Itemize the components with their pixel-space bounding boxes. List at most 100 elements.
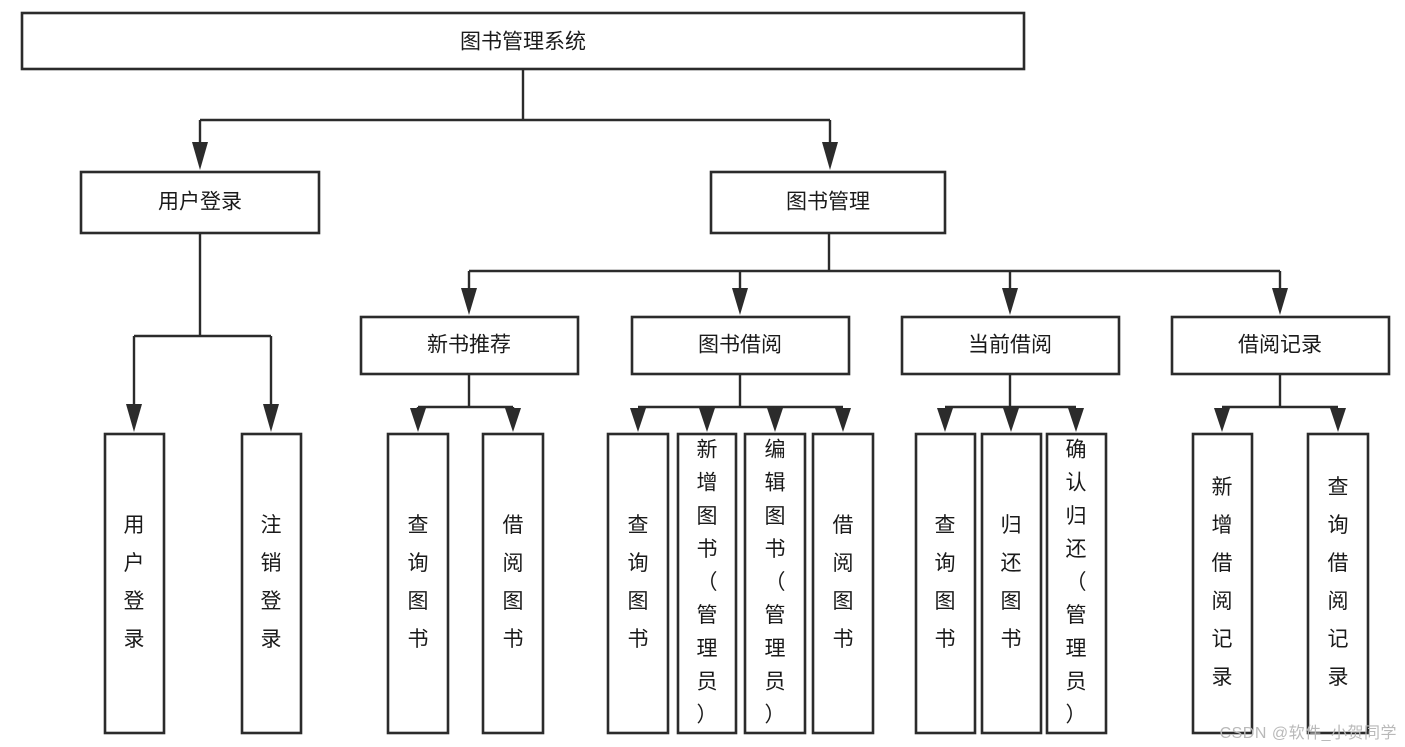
leaf-label-char: 借 bbox=[833, 514, 854, 537]
node-book-borrow-box[interactable] bbox=[630, 315, 851, 376]
leaf-label-char: 书 bbox=[1001, 628, 1022, 651]
node-new-book-recommend-box[interactable] bbox=[359, 315, 580, 376]
node-current-borrow[interactable]: 当前借阅 bbox=[900, 315, 1121, 376]
watermark-label: CSDN @软件_小贺同学 bbox=[1219, 725, 1397, 742]
node-leaf-add-record-box[interactable] bbox=[1191, 432, 1254, 735]
node-leaf-add-book-box[interactable] bbox=[676, 432, 738, 735]
leaf-label-char: 书 bbox=[697, 538, 718, 561]
leaf-label-char: 询 bbox=[628, 552, 649, 575]
arrowhead-new-book-recommend bbox=[461, 288, 477, 315]
leaf-label-char: 书 bbox=[628, 628, 649, 651]
node-leaf-user-login-label-group: 用户登录 bbox=[124, 514, 145, 651]
leaf-label-char: 辑 bbox=[765, 472, 786, 495]
node-root[interactable]: 图书管理系统 bbox=[20, 11, 1026, 71]
arrowhead-leaf-edit-book bbox=[767, 408, 783, 432]
node-leaf-borrow-book-1-box[interactable] bbox=[481, 432, 545, 735]
node-leaf-user-login-box[interactable] bbox=[103, 432, 166, 735]
node-leaf-user-logout-box[interactable] bbox=[240, 432, 303, 735]
node-root-box[interactable] bbox=[20, 11, 1026, 71]
leaf-label-char: （ bbox=[697, 571, 718, 594]
node-borrow-record[interactable]: 借阅记录 bbox=[1170, 315, 1391, 376]
leaf-label-char: 理 bbox=[1066, 637, 1087, 660]
leaf-label-char: 增 bbox=[1212, 514, 1233, 537]
arrowhead-user-login bbox=[192, 142, 208, 170]
node-borrow-record-box[interactable] bbox=[1170, 315, 1391, 376]
node-user-login-label: 用户登录 bbox=[158, 191, 242, 214]
leaf-label-char: 图 bbox=[833, 590, 854, 613]
node-leaf-borrow-book-2-box[interactable] bbox=[811, 432, 875, 735]
leaf-label-char: （ bbox=[765, 571, 786, 594]
leaf-label-char: 录 bbox=[261, 628, 282, 651]
leaf-label-char: 图 bbox=[1001, 590, 1022, 613]
leaf-label-char: 阅 bbox=[503, 552, 524, 575]
leaf-label-char: 理 bbox=[697, 637, 718, 660]
node-user-login-box[interactable] bbox=[79, 170, 321, 235]
leaf-label-char: 增 bbox=[697, 472, 718, 495]
arrowhead-leaf-query-book-3 bbox=[937, 408, 953, 432]
node-leaf-confirm-return-box[interactable] bbox=[1045, 432, 1108, 735]
node-leaf-query-book-2-box[interactable] bbox=[606, 432, 670, 735]
node-leaf-query-record-box[interactable] bbox=[1306, 432, 1370, 735]
node-new-book-recommend-label: 新书推荐 bbox=[427, 334, 511, 357]
leaf-label-char: 图 bbox=[628, 590, 649, 613]
leaf-label-char: 书 bbox=[935, 628, 956, 651]
node-leaf-return-book-box[interactable] bbox=[980, 432, 1043, 735]
arrowhead-current-borrow bbox=[1002, 288, 1018, 315]
leaf-label-char: 认 bbox=[1066, 472, 1087, 495]
leaf-label-char: 阅 bbox=[1212, 590, 1233, 613]
leaf-label-char: 确 bbox=[1066, 439, 1087, 462]
node-book-manage-label: 图书管理 bbox=[786, 191, 870, 214]
node-leaf-query-book-1-box[interactable] bbox=[386, 432, 450, 735]
leaf-label-char: 管 bbox=[697, 604, 718, 627]
arrowhead-leaf-confirm-return bbox=[1068, 408, 1084, 432]
node-user-login[interactable]: 用户登录 bbox=[79, 170, 321, 235]
leaf-label-char: 理 bbox=[765, 637, 786, 660]
arrowhead-leaf-user-login bbox=[126, 404, 142, 432]
leaf-label-char: 录 bbox=[1212, 666, 1233, 689]
leaf-label-char: 还 bbox=[1001, 552, 1022, 575]
leaf-label-char: 登 bbox=[124, 590, 145, 613]
leaf-label-char: 销 bbox=[261, 552, 282, 575]
arrowhead-leaf-borrow-book-2 bbox=[835, 408, 851, 432]
leaf-label-char: 管 bbox=[765, 604, 786, 627]
node-book-borrow-label: 图书借阅 bbox=[698, 334, 782, 357]
leaf-label-char: 注 bbox=[261, 514, 282, 537]
leaf-label-char: 询 bbox=[935, 552, 956, 575]
leaf-label-char: 归 bbox=[1001, 514, 1022, 537]
leaf-label-char: 查 bbox=[628, 514, 649, 537]
leaf-label-char: 记 bbox=[1328, 628, 1349, 651]
leaf-label-char: 书 bbox=[503, 628, 524, 651]
leaf-label-char: 记 bbox=[1212, 628, 1233, 651]
leaf-label-char: 借 bbox=[1212, 552, 1233, 575]
arrowhead-book-manage bbox=[822, 142, 838, 170]
leaf-label-char: 图 bbox=[697, 505, 718, 528]
node-book-manage[interactable]: 图书管理 bbox=[709, 170, 947, 235]
leaf-label-char: 图 bbox=[408, 590, 429, 613]
leaf-label-char: 查 bbox=[935, 514, 956, 537]
arrowhead-leaf-add-book bbox=[699, 408, 715, 432]
leaf-label-char: 员 bbox=[765, 670, 786, 693]
leaf-label-char: 户 bbox=[124, 552, 145, 575]
node-leaf-edit-book-box[interactable] bbox=[743, 432, 807, 735]
node-new-book-recommend[interactable]: 新书推荐 bbox=[359, 315, 580, 376]
leaf-label-char: （ bbox=[1066, 571, 1087, 594]
leaf-label-char: 员 bbox=[1066, 670, 1087, 693]
arrowhead-leaf-query-book-2 bbox=[630, 408, 646, 432]
node-current-borrow-box[interactable] bbox=[900, 315, 1121, 376]
leaf-label-char: 图 bbox=[765, 505, 786, 528]
leaf-label-char: 询 bbox=[1328, 514, 1349, 537]
node-book-manage-box[interactable] bbox=[709, 170, 947, 235]
leaf-label-char: 书 bbox=[833, 628, 854, 651]
node-leaf-query-book-3-box[interactable] bbox=[914, 432, 977, 735]
node-book-borrow[interactable]: 图书借阅 bbox=[630, 315, 851, 376]
arrowhead-leaf-query-book-1 bbox=[410, 408, 426, 432]
leaf-label-char: 还 bbox=[1066, 538, 1087, 561]
